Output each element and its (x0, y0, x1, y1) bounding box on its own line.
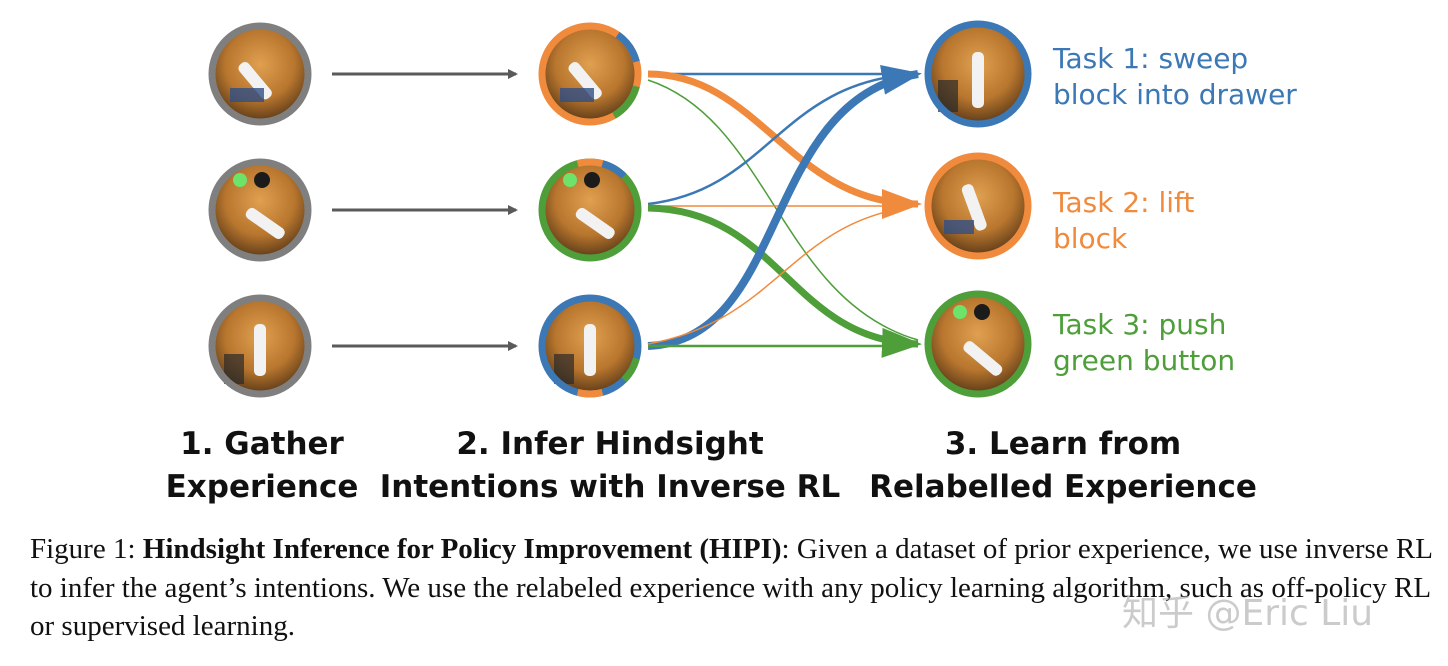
stage2-label-line1: 2. Infer Hindsight (456, 426, 764, 462)
task1-label-line1: Task 1: sweep (1052, 42, 1248, 75)
edge-top-to-task2 (647, 70, 922, 219)
stage3-label-line2: Relabelled Experience (869, 469, 1257, 505)
stage2-label-line2: Intentions with Inverse RL (380, 469, 841, 505)
stage3-label-line1: 3. Learn from (945, 426, 1181, 462)
experience-thumb-1 (208, 22, 312, 126)
infer-column (538, 22, 642, 398)
edge-mid-to-task1 (647, 72, 919, 206)
inferred-thumb-1 (538, 22, 642, 126)
inferred-thumb-2 (538, 158, 642, 262)
task1-thumb (924, 20, 1032, 128)
figure-caption: Figure 1: Hindsight Inference for Policy… (30, 530, 1440, 646)
experience-thumb-2 (208, 158, 312, 262)
stage-labels: 1. Gather Experience 2. Infer Hindsight … (166, 426, 1257, 505)
task1-label-line2: block into drawer (1053, 78, 1297, 111)
task2-thumb (924, 152, 1032, 260)
task2-label-line2: block (1053, 222, 1128, 255)
task2-label-line1: Task 2: lift (1052, 186, 1194, 219)
edge-mid-to-task3 (647, 204, 922, 358)
caption-bold-title: Hindsight Inference for Policy Improveme… (142, 533, 782, 565)
task3-label-line2: green button (1053, 344, 1235, 377)
gather-column (208, 22, 312, 398)
relabel-edges (647, 65, 922, 358)
edge-bot-to-task1 (647, 65, 922, 350)
task3-thumb (924, 290, 1032, 398)
stage1-label-line2: Experience (166, 469, 359, 505)
task3-label-line1: Task 3: push (1052, 308, 1226, 341)
experience-thumb-3 (208, 294, 312, 398)
gather-arrows (332, 69, 518, 351)
caption-body: : Given a dataset of prior experience, w… (30, 533, 1432, 642)
task-column (924, 20, 1032, 398)
stage1-label-line1: 1. Gather (180, 426, 344, 462)
watermark: 知乎 @Eric Liu (1122, 593, 1374, 634)
hipi-diagram: Task 1: sweep block into drawer Task 2: … (166, 20, 1297, 505)
caption-prefix: Figure 1: (30, 533, 143, 565)
inferred-thumb-3 (538, 294, 642, 398)
edge-bot-to-task2 (647, 205, 919, 345)
task-labels: Task 1: sweep block into drawer Task 2: … (1052, 42, 1297, 377)
